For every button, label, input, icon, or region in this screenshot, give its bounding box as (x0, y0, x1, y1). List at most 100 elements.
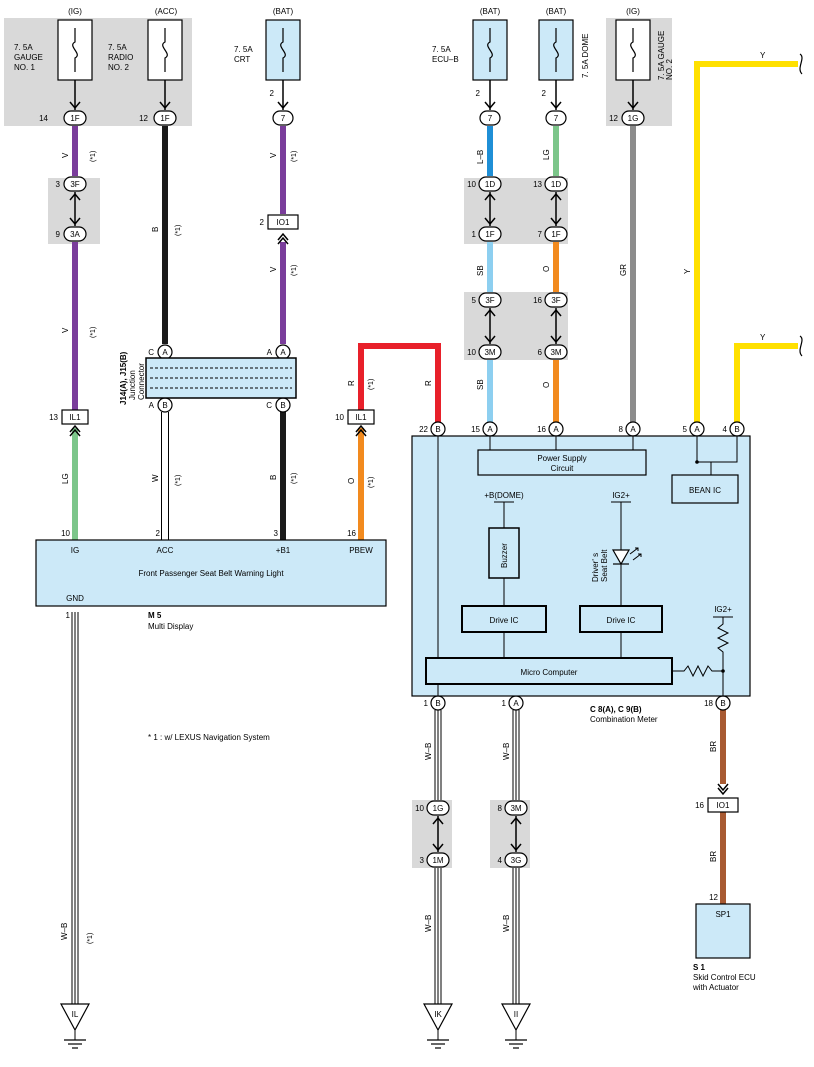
fuse-element-gauge2 (630, 28, 636, 72)
skid-line1: Skid Control ECU (693, 973, 756, 982)
svg-text:IL1: IL1 (355, 413, 367, 422)
fuse-gauge2-label1: 7. 5A GAUGE (657, 31, 666, 80)
skid-pin-12: 12 (709, 893, 718, 902)
md-pin-16: 16 (347, 529, 356, 538)
label-v-2: V (61, 327, 70, 333)
note-6: (*1) (291, 265, 298, 276)
note-9: (*1) (368, 477, 375, 488)
pin-10-3m: 10 (467, 348, 476, 357)
label-o-dome1: O (542, 266, 551, 272)
fuse-source-labels: (IG) (ACC) (BAT) (BAT) (BAT) (IG) (68, 7, 640, 16)
pin-4-meter: 4 (723, 425, 728, 434)
md-term-ig: IG (71, 546, 79, 555)
svg-text:A: A (694, 425, 700, 434)
md-term-b1: +B1 (276, 546, 291, 555)
meter-id: C 8(A), C 9(B) (590, 705, 642, 714)
wire-labels: V (*1) V (*1) LG B (*1) W (*1) V (*1) V … (60, 51, 766, 944)
pin-2-ecub: 2 (476, 89, 481, 98)
fuse-dome-label: 7. 5A DOME (581, 34, 590, 78)
conn-3m-dome: 3M 6 (538, 344, 568, 360)
label-b-acc: B (151, 227, 160, 232)
pin-5-meter: 5 (683, 425, 688, 434)
jc-pins: A C A A B A B C (148, 344, 291, 413)
pin-8-3m: 8 (498, 804, 503, 813)
drive-ic-2 (579, 605, 663, 633)
fuse-radio2-source: (ACC) (155, 7, 178, 16)
note-10: (*1) (87, 933, 94, 944)
svg-text:3M: 3M (484, 348, 495, 357)
fuse-gauge1-name1: GAUGE (14, 53, 43, 62)
label-wb-gnd: W–B (60, 923, 69, 940)
junction-connector: J14(A), J15(B) Junction Connector (119, 351, 297, 405)
pin-9-3a: 9 (56, 230, 61, 239)
note-5: (*1) (291, 151, 298, 162)
ground-il-label: IL (72, 1010, 79, 1019)
conn-1f-gauge: 1F 14 (39, 110, 87, 126)
label-v-crt1: V (269, 152, 278, 158)
pin-15: 15 (471, 425, 480, 434)
fuse-elements (72, 28, 636, 72)
pin-10-1g: 10 (415, 804, 424, 813)
ground-ik: IK (422, 1003, 454, 1049)
md-caption: Multi Display (148, 622, 193, 631)
svg-text:1G: 1G (433, 804, 444, 813)
label-r-1: R (347, 380, 356, 386)
combination-meter: Power Supply Circuit BEAN IC +B(DOME) Bu… (411, 435, 751, 724)
pin-22: 22 (419, 425, 428, 434)
svg-text:A: A (162, 348, 168, 357)
fuse-radio2-name1: RADIO (108, 53, 133, 62)
power-supply-circuit (477, 449, 647, 476)
conn-io1-crt: IO1 2 (260, 214, 299, 230)
note-8: (*1) (368, 379, 375, 390)
pin-1-meter-a: 1 (502, 699, 507, 708)
chevrons (69, 101, 729, 852)
svg-text:1F: 1F (70, 114, 79, 123)
psc-line1: Power Supply (537, 454, 586, 463)
b-dome-label: +B(DOME) (484, 491, 524, 500)
svg-text:B: B (162, 401, 167, 410)
svg-text:C: C (148, 348, 154, 357)
conn-il1-left: IL1 13 (49, 409, 89, 425)
note-7: (*1) (291, 473, 298, 484)
label-y-vert: Y (683, 268, 692, 274)
wire-r (358, 343, 441, 422)
md-term-pbew: PBEW (349, 546, 373, 555)
label-lg: LG (61, 473, 70, 484)
pin-10-il1: 10 (335, 413, 344, 422)
label-o-dome2: O (542, 382, 551, 388)
label-wb-3: W–B (502, 743, 511, 760)
ground-ik-label: IK (434, 1010, 442, 1019)
fuse-gauge1-rating: 7. 5A (14, 43, 33, 52)
pin-8: 8 (619, 425, 624, 434)
multi-display-box (35, 539, 387, 607)
svg-text:IO1: IO1 (717, 801, 730, 810)
svg-text:3A: 3A (70, 230, 80, 239)
svg-text:A: A (513, 699, 519, 708)
svg-text:B: B (435, 425, 440, 434)
conn-1d-ecub: 1D 10 (467, 176, 502, 192)
meter-bottom-pins: B 1 A 1 B 18 (424, 695, 731, 711)
ground-ik-icon (422, 1003, 454, 1032)
label-v-1: V (61, 152, 70, 158)
fuse-radio2-name2: NO. 2 (108, 63, 129, 72)
conn-1f-acc: 1F 12 (139, 110, 177, 126)
svg-text:1F: 1F (160, 114, 169, 123)
svg-text:3M: 3M (550, 348, 561, 357)
junction-id: J14(A), J15(B) (119, 351, 128, 405)
ground-ii-icon (500, 1003, 532, 1032)
fuse-gauge2-label2: NO. 2 (665, 59, 674, 80)
conn-1g-lower: 1G 10 (415, 800, 450, 816)
svg-text:3M: 3M (510, 804, 521, 813)
wire-y-1 (694, 61, 798, 422)
svg-text:1M: 1M (432, 856, 443, 865)
md-pin-3: 3 (274, 529, 279, 538)
svg-text:3F: 3F (70, 180, 79, 189)
conn-il1-right: IL1 10 (335, 409, 375, 425)
conn-3f-left: 3F 3 (56, 176, 87, 192)
ground-ii-label: II (514, 1010, 518, 1019)
label-gr: GR (619, 264, 628, 276)
svg-text:A: A (487, 425, 493, 434)
pin-4-3g: 4 (498, 856, 503, 865)
label-y-top: Y (760, 51, 766, 60)
